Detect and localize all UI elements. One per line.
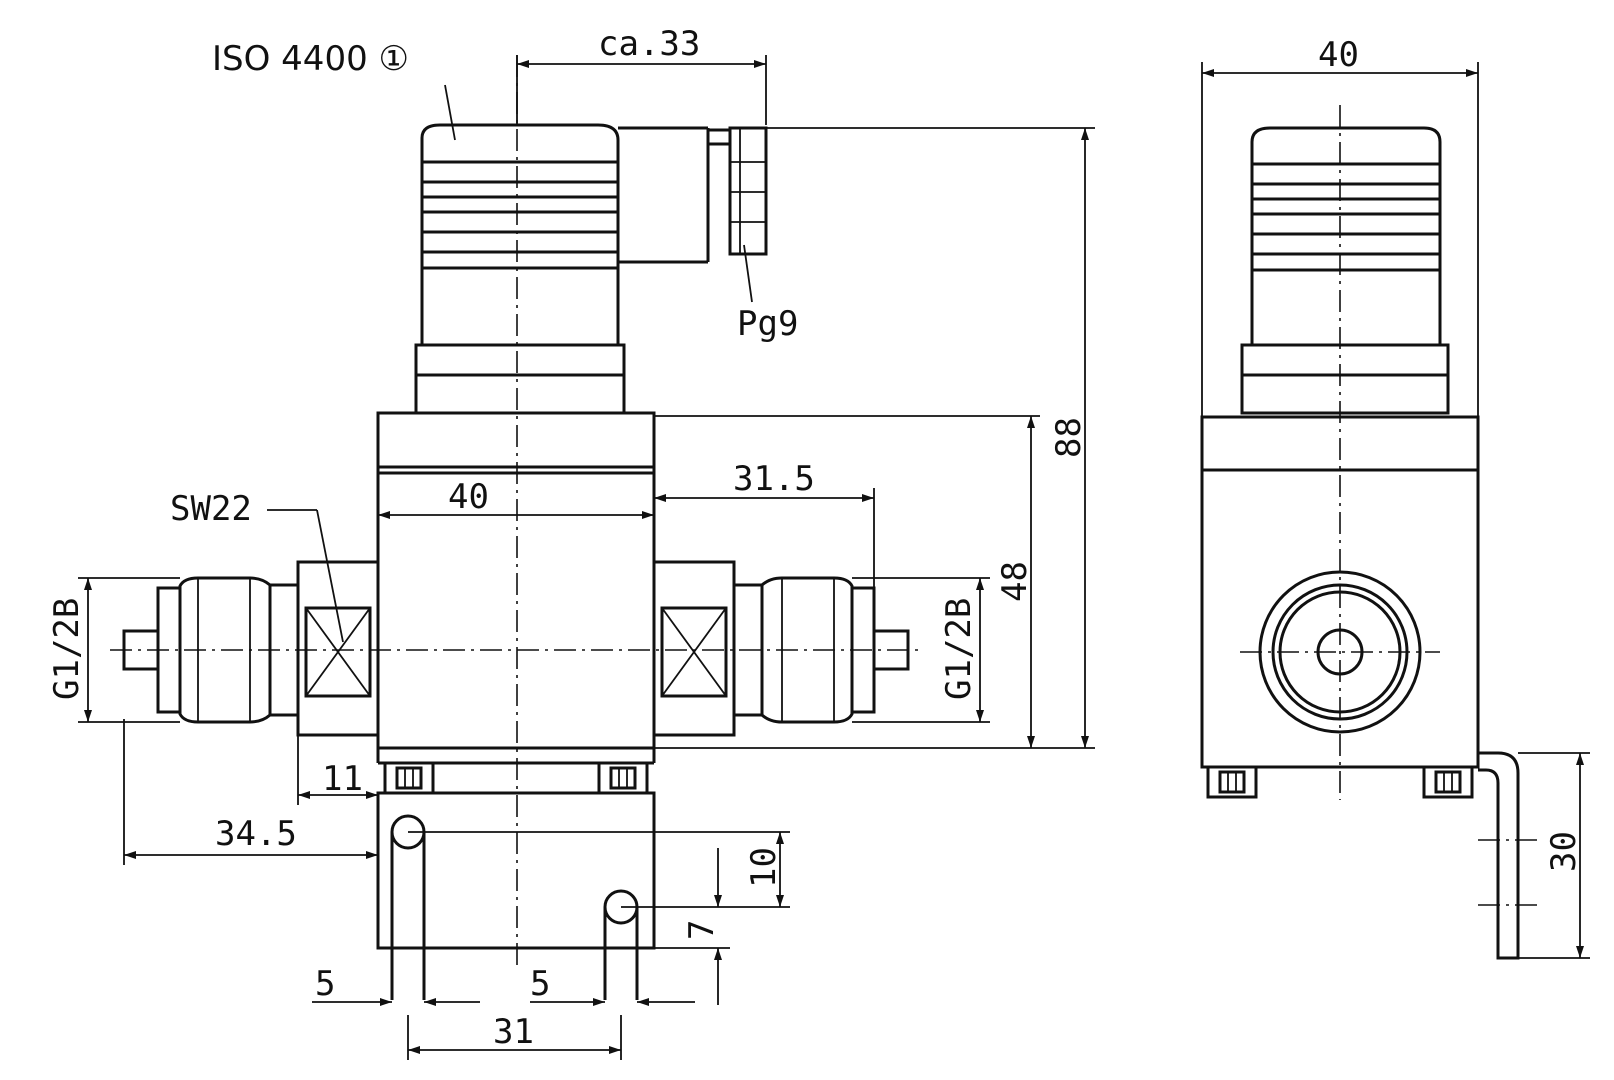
connector-head xyxy=(414,123,768,415)
dim-ca33-label: ca.33 xyxy=(598,24,700,64)
pg9-label: Pg9 xyxy=(737,304,798,344)
side-dimensions: 40 30 xyxy=(1201,35,1590,959)
left-port xyxy=(122,560,380,737)
dim-88-label: 88 xyxy=(1049,417,1089,458)
dim-31-label: 31 xyxy=(493,1012,534,1052)
dim-40-side-label: 40 xyxy=(1318,35,1359,75)
dim-34-5-label: 34.5 xyxy=(215,814,297,854)
side-connector-head xyxy=(1240,126,1450,415)
side-bolts xyxy=(1206,765,1474,799)
front-view xyxy=(110,55,920,1000)
dim-10-label: 10 xyxy=(744,847,784,888)
dim-40-front-label: 40 xyxy=(448,477,489,517)
dim-30-label: 30 xyxy=(1544,831,1584,872)
sensor-body xyxy=(376,411,656,750)
g12b-right-label: G1/2B xyxy=(939,598,979,700)
side-view xyxy=(1200,105,1540,960)
dim-31-5-label: 31.5 xyxy=(733,459,815,499)
dim-5-mid-label: 5 xyxy=(530,964,550,1004)
bolt-heads xyxy=(376,748,656,795)
g12b-left-label: G1/2B xyxy=(47,598,87,700)
sw22-label: SW22 xyxy=(170,489,252,529)
dim-11-label: 11 xyxy=(322,759,363,799)
dim-48-label: 48 xyxy=(995,561,1035,602)
front-dimensions: ca.33 ISO 4400 ① Pg9 88 48 40 31.5 SW22 … xyxy=(47,24,1095,1060)
side-bracket xyxy=(1478,751,1520,960)
dim-5-left-label: 5 xyxy=(315,964,335,1004)
dim-7-label: 7 xyxy=(682,920,722,940)
mounting-plate xyxy=(376,791,656,1000)
right-port xyxy=(652,560,910,737)
iso-4400-label: ISO 4400 ① xyxy=(212,39,409,79)
